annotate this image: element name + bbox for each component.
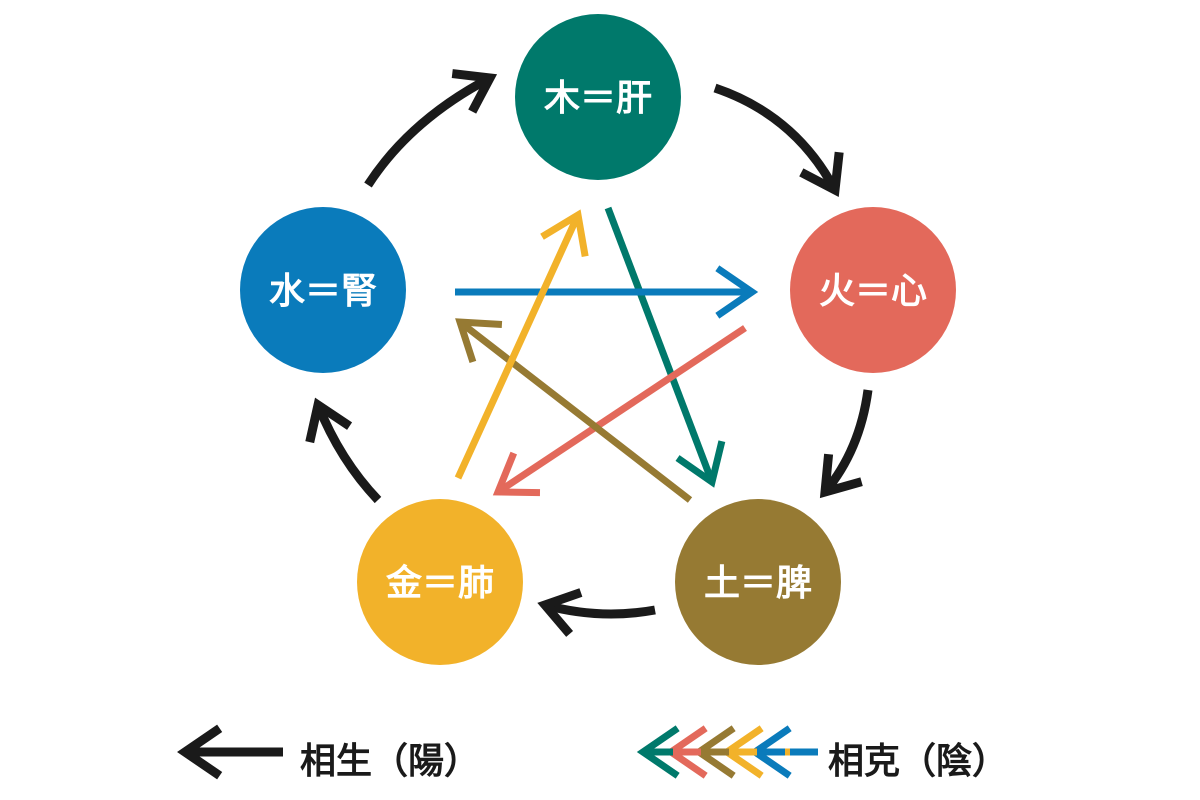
generating-arrow-metal-water: [305, 397, 382, 504]
element-label: 土＝脾: [704, 563, 812, 604]
element-label: 金＝肺: [385, 562, 494, 604]
element-node-fire: 火＝心: [790, 207, 956, 373]
element-circle: [515, 14, 681, 180]
element-circle: [240, 207, 406, 373]
controlling-arrow-fire-metal: [492, 325, 747, 497]
legend-controlling-label: 相克（陰）: [828, 741, 1008, 782]
legend-generating-label: 相生（陽）: [300, 741, 480, 782]
controlling-arrow-water-fire: [455, 265, 759, 319]
legend-generating-arrow-icon: [177, 724, 283, 780]
element-node-wood: 木＝肝: [515, 14, 681, 180]
generating-arrow-water-wood: [364, 69, 498, 188]
controlling-arrow-earth-water: [455, 318, 693, 503]
element-node-metal: 金＝肺: [357, 499, 523, 665]
element-node-earth: 土＝脾: [675, 499, 841, 665]
legend: 相生（陽） 相克（陰）: [177, 724, 1008, 782]
generating-arrow-fire-earth: [819, 389, 873, 499]
generating-arrow-earth-metal: [537, 588, 656, 637]
controlling-arrow-wood-earth: [604, 206, 726, 488]
element-label: 火＝心: [819, 271, 927, 312]
element-circle: [675, 499, 841, 665]
element-circle: [357, 499, 523, 665]
legend-controlling-arrow-icon: [636, 725, 818, 779]
element-label: 木＝肝: [544, 78, 652, 119]
element-node-water: 水＝腎: [240, 207, 406, 373]
element-circle: [790, 207, 956, 373]
controlling-arrow-metal-wood: [454, 209, 589, 480]
generating-arrow-wood-fire: [713, 83, 844, 198]
element-label: 水＝腎: [269, 271, 377, 312]
